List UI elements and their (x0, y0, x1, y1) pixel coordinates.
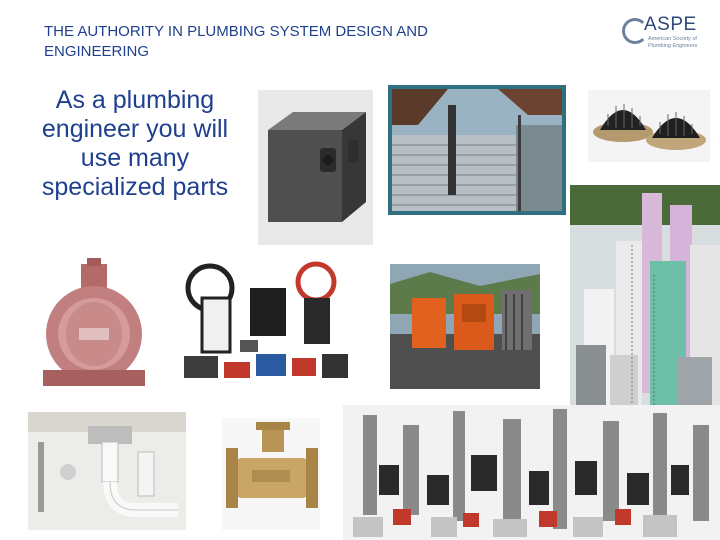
aspe-logo: ASPE American Society of Plumbing Engine… (622, 14, 712, 54)
pvc-pipes-photo (570, 185, 720, 405)
brass-flanged-tee-photo (222, 418, 320, 530)
intro-text: As a plumbing engineer you will use many… (41, 86, 229, 201)
grease-interceptor-photo (258, 90, 373, 245)
pump-units-photo (390, 264, 540, 389)
logo-subtitle-line1: American Society of (648, 36, 697, 42)
roof-drains-photo (588, 90, 710, 162)
valves-fittings-photo (180, 258, 352, 396)
logo-swoosh-icon (622, 18, 648, 44)
slide-title: THE AUTHORITY IN PLUMBING SYSTEM DESIGN … (44, 23, 428, 60)
pumps-collection-photo (343, 405, 720, 540)
logo-wordmark: ASPE (644, 14, 697, 35)
logo-subtitle-line2: Plumbing Engineers (648, 43, 698, 49)
water-storage-tank-photo (388, 85, 566, 215)
sink-drain-trap-photo (28, 412, 186, 530)
butterfly-valve-photo (35, 258, 153, 388)
